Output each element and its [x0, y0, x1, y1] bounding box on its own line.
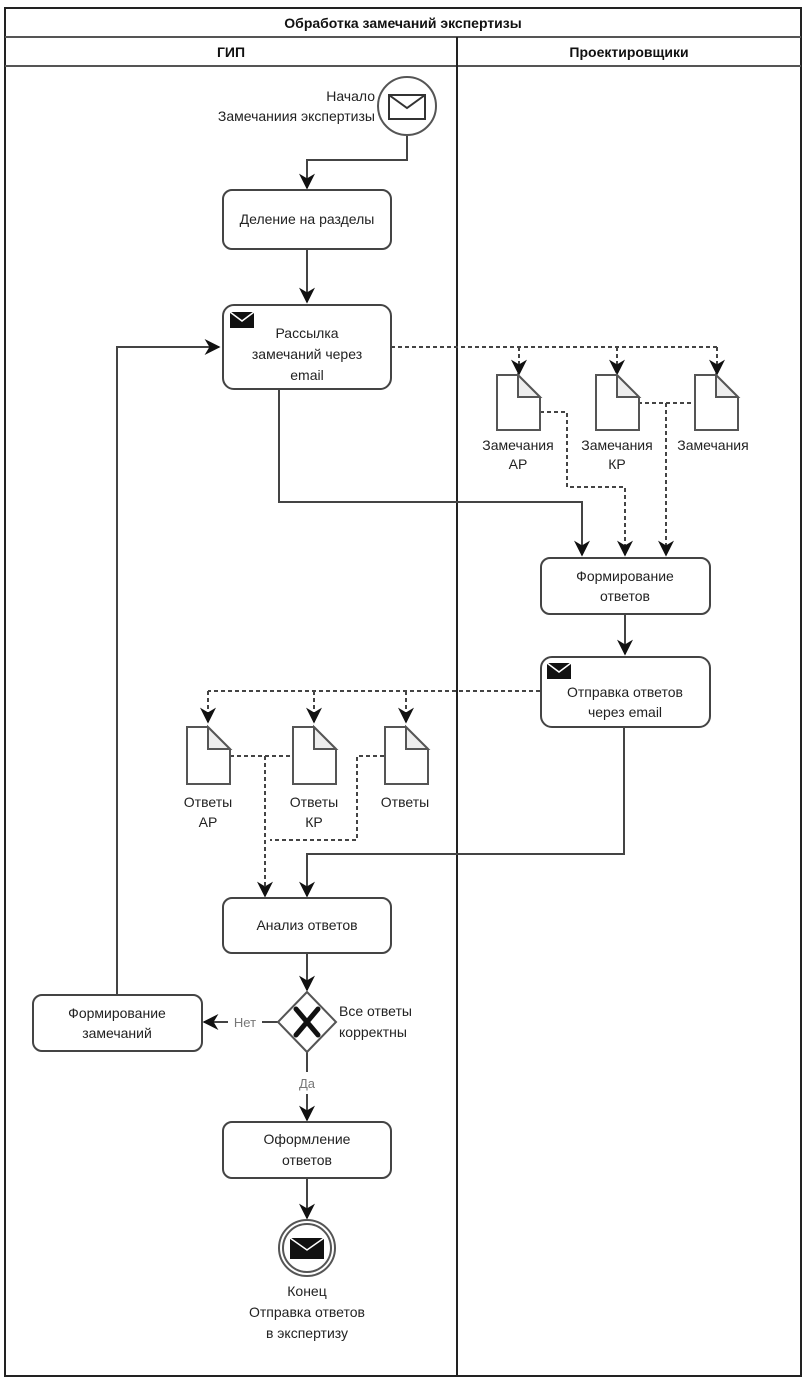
task-send-remarks-label-1: Рассылка [275, 325, 338, 341]
doc-remarks-ar[interactable]: Замечания АР [482, 372, 554, 472]
gateway-yes-label: Да [299, 1076, 316, 1091]
lane-header-gip[interactable]: ГИП [217, 44, 245, 60]
task-form-answers-box[interactable] [540, 557, 711, 615]
doc-answers-kr[interactable]: Ответы КР [290, 724, 339, 830]
task-send-remarks[interactable]: Рассылка замечаний через email [222, 304, 392, 390]
task-form-remarks-box[interactable] [32, 994, 203, 1052]
exclusive-gateway[interactable]: Все ответы корректны [276, 990, 412, 1054]
doc-answers-ar[interactable]: Ответы АР [184, 724, 233, 830]
task-send-remarks-label-2: замечаний через [252, 346, 362, 362]
task-send-remarks-box[interactable] [222, 304, 392, 390]
flow-send-answers-to-analyze[interactable] [299, 728, 625, 898]
envelope-outline-icon [388, 94, 426, 120]
doc-answers-kr-label-2: КР [305, 814, 323, 830]
doc-answers-ar-label-1: Ответы [184, 794, 232, 810]
task-form-answers-label-1: Формирование [576, 568, 674, 584]
doc-answers-label-1: Ответы [381, 794, 429, 810]
task-form-answers[interactable]: Формирование ответов [540, 557, 711, 615]
gateway-label-1: Все ответы [339, 1003, 412, 1019]
x-exclusive-icon [293, 1006, 321, 1038]
document-icon [292, 724, 339, 785]
document-icon [186, 724, 233, 785]
task-finalize-box[interactable] [222, 1121, 392, 1179]
doc-answers[interactable]: Ответы [381, 724, 431, 810]
gateway-no-label: Нет [234, 1015, 256, 1030]
lane-header-designers[interactable]: Проектировщики [569, 44, 688, 60]
doc-answers-ar-label-2: АР [199, 814, 218, 830]
task-analyze-label: Анализ ответов [256, 917, 357, 933]
assoc-answers-third [270, 755, 384, 841]
flows: Нет Да [116, 136, 725, 1220]
task-analyze-box[interactable] [222, 897, 392, 954]
doc-remarks-kr[interactable]: Замечания КР [581, 372, 653, 472]
end-event-label-2: Отправка ответов [249, 1304, 365, 1320]
task-divide-label: Деление на разделы [240, 211, 375, 227]
task-send-answers-label-2: через email [588, 704, 662, 720]
pool-title: Обработка замечаний экспертизы [284, 15, 521, 31]
envelope-filled-icon [229, 311, 255, 328]
task-send-answers-box[interactable] [540, 656, 711, 728]
task-divide-box[interactable] [222, 189, 392, 250]
envelope-filled-icon [289, 1237, 325, 1259]
doc-remarks-label-1: Замечания [677, 437, 748, 453]
task-send-remarks-label-3: email [290, 367, 323, 383]
task-finalize[interactable]: Оформление ответов [222, 1121, 392, 1179]
envelope-filled-icon [546, 662, 572, 679]
start-event-label-2: Замечаниия экспертизы [218, 108, 375, 124]
document-icon [595, 372, 642, 431]
assoc-remarks-ar-to-form [540, 411, 633, 557]
flow-start-to-divide[interactable] [299, 136, 408, 190]
task-finalize-label-2: ответов [282, 1152, 332, 1168]
start-event[interactable]: Начало Замечаниия экспертизы [218, 76, 437, 136]
doc-remarks-kr-label-2: КР [608, 456, 626, 472]
end-event-label-3: в экспертизу [266, 1325, 348, 1341]
document-icon [384, 724, 431, 785]
document-icon [694, 372, 741, 431]
end-event[interactable]: Конец Отправка ответов в экспертизу [249, 1219, 365, 1341]
doc-remarks-ar-label-2: АР [509, 456, 528, 472]
task-form-remarks[interactable]: Формирование замечаний [32, 994, 203, 1052]
doc-answers-kr-label-1: Ответы [290, 794, 338, 810]
task-form-answers-label-2: ответов [600, 588, 650, 604]
task-form-remarks-label-2: замечаний [82, 1025, 152, 1041]
task-divide[interactable]: Деление на разделы [222, 189, 392, 250]
task-finalize-label-1: Оформление [264, 1131, 351, 1147]
document-icon [496, 372, 543, 431]
task-form-remarks-label-1: Формирование [68, 1005, 166, 1021]
task-analyze[interactable]: Анализ ответов [222, 897, 392, 954]
doc-remarks-ar-label-1: Замечания [482, 437, 553, 453]
flow-loop-to-send-remarks[interactable] [116, 339, 221, 995]
gateway-label-2: корректны [339, 1024, 407, 1040]
start-event-label-1: Начало [326, 88, 375, 104]
doc-remarks-kr-label-1: Замечания [581, 437, 652, 453]
doc-remarks[interactable]: Замечания [677, 372, 749, 453]
task-send-answers[interactable]: Отправка ответов через email [540, 656, 711, 728]
flow-send-remarks-to-form-answers[interactable] [278, 389, 590, 557]
end-event-label-1: Конец [287, 1283, 326, 1299]
task-send-answers-label-1: Отправка ответов [567, 684, 683, 700]
